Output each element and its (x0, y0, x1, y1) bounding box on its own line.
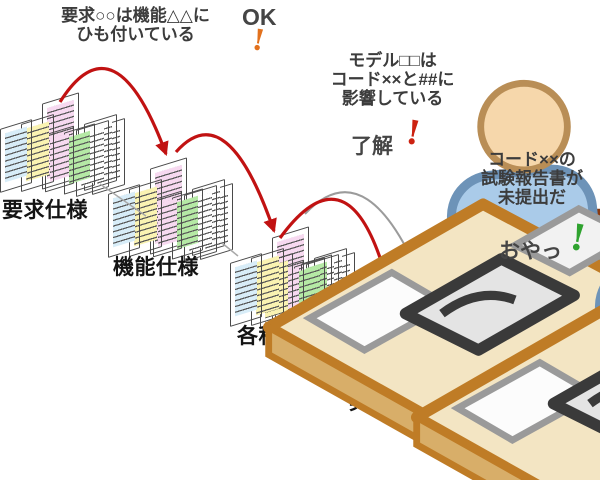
callout-text-3: コード××の 試験報告書が 未提出だ (481, 150, 583, 207)
stack-label-test-report: 試験報告 (467, 456, 553, 479)
reaction-text-ryokai: 了解 (351, 135, 393, 158)
stack-label-models: 各種モデル (237, 325, 345, 348)
stack-label-functional-spec: 機能仕様 (113, 256, 199, 279)
stack-label-requirements-spec: 要求仕様 (2, 199, 88, 222)
callout-text-1: 要求○○は機能△△に ひも付いている (61, 6, 210, 44)
document-icon (524, 383, 555, 455)
callout-text-2: モデル□□は コード××と##に 影響している (330, 51, 455, 108)
exclamation-icon-green: ! (566, 215, 590, 261)
document-icon (460, 379, 492, 453)
document-icon (0, 119, 32, 193)
stack-label-implementation-code: 実装コード (349, 391, 457, 414)
document-icon (108, 184, 140, 258)
reaction-text-ok: OK (242, 4, 277, 30)
exclamation-icon-red: ! (402, 112, 424, 153)
document-icon (230, 253, 262, 327)
reaction-text-oya: おやっ (499, 240, 562, 263)
